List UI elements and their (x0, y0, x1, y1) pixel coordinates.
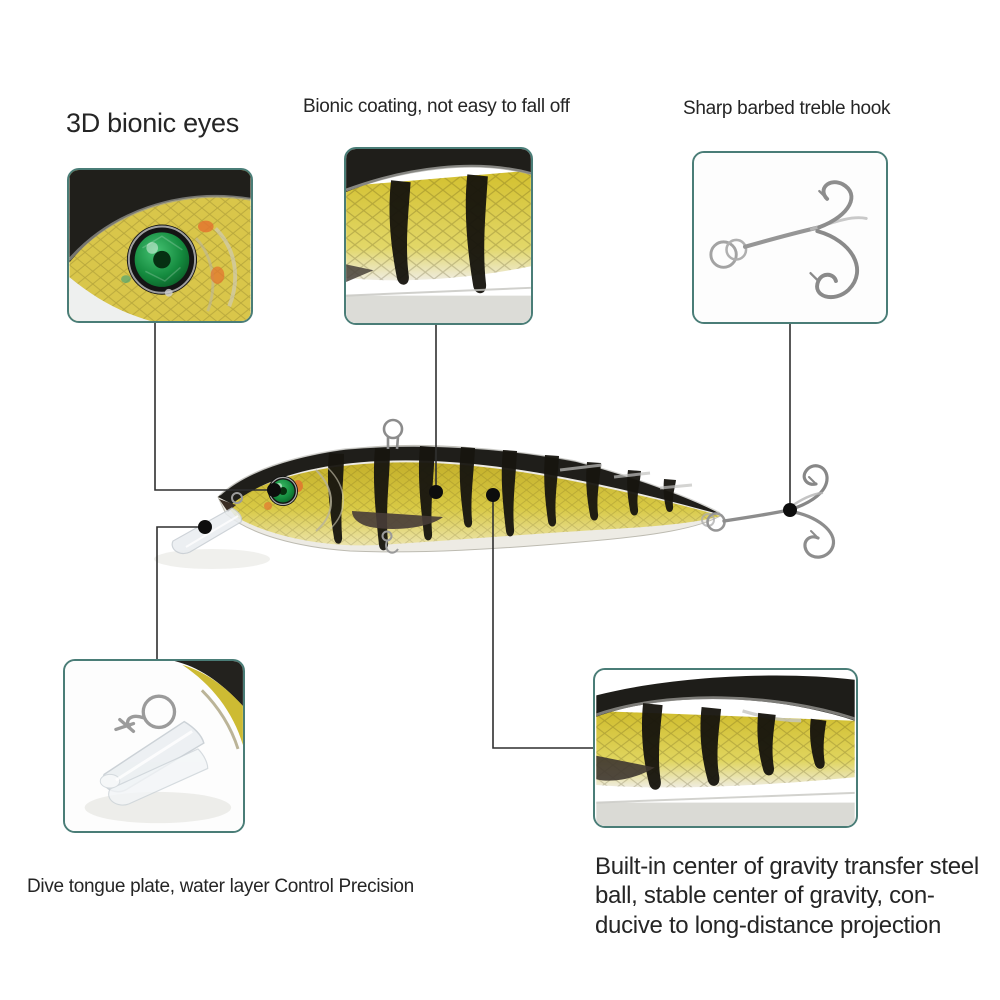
orange-accent (264, 502, 272, 510)
feature-label-bionic-coating: Bionic coating, not easy to fall off (303, 96, 570, 117)
callout-line-eyes (154, 323, 274, 491)
lure-mouth (219, 499, 236, 512)
callout-box-bionic-eyes (67, 168, 253, 323)
callout-line-gravity (492, 495, 593, 749)
callout-connectors (154, 323, 791, 749)
callout-dot-eyes (267, 483, 281, 497)
feature-label-gravity: Built-in center of gravity transfer stee… (595, 853, 979, 939)
lure-coating-closeup-icon (346, 149, 531, 323)
lure-eye-closeup-icon (69, 170, 251, 321)
callout-box-gravity-body (593, 668, 858, 828)
callout-dot-coating (429, 485, 443, 499)
callout-box-dive-lip (63, 659, 245, 833)
callout-dot-hook (783, 503, 797, 517)
lure-belly-closeup-icon (595, 670, 856, 826)
callout-dot-lip (198, 520, 212, 534)
lure-silver-streaks (559, 463, 693, 490)
callout-dots (198, 483, 797, 534)
feature-label-treble-hook: Sharp barbed treble hook (683, 98, 891, 119)
feature-label-dive-lip: Dive tongue plate, water layer Control P… (27, 876, 414, 897)
belly-hook (381, 530, 399, 554)
feature-label-bionic-eyes: 3D bionic eyes (66, 108, 239, 138)
line-tie-loop (382, 418, 404, 450)
callout-dot-gravity (486, 488, 500, 502)
callout-box-bionic-coating (344, 147, 533, 325)
treble-hook-closeup-icon (694, 153, 886, 322)
pectoral-fin (352, 511, 443, 529)
callout-box-treble-hook (692, 151, 888, 324)
dive-lip-closeup-icon (65, 661, 243, 831)
callout-line-lip (156, 526, 205, 659)
tail-treble-hook (701, 464, 836, 559)
nose-eyelet (231, 492, 243, 504)
